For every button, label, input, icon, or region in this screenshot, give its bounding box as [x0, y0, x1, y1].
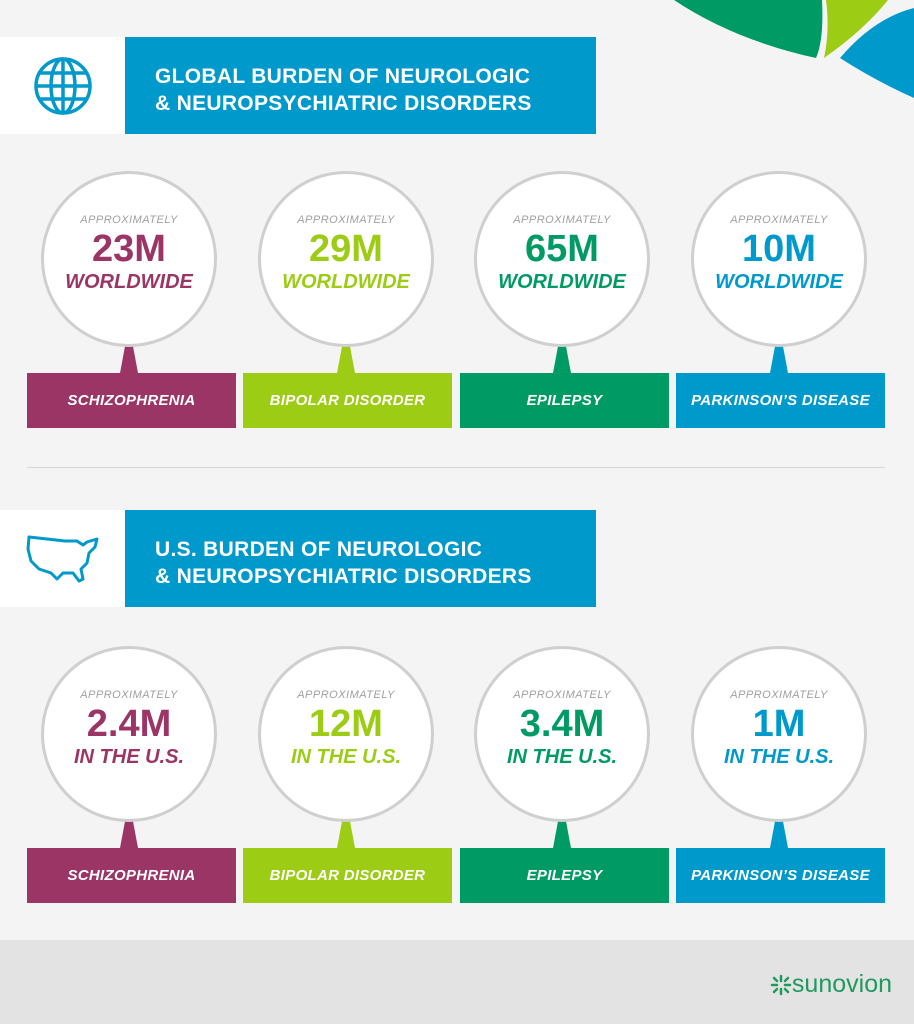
sunovion-logo: sunovion: [770, 970, 892, 999]
disorder-label: SCHIZOPHRENIA: [27, 848, 236, 903]
us-map-icon: [26, 535, 98, 582]
approx-label: APPROXIMATELY: [80, 689, 178, 701]
approx-label: APPROXIMATELY: [297, 214, 395, 226]
stat-value: 65M: [525, 228, 599, 270]
stat-scope: IN THE U.S.: [73, 746, 184, 768]
stat-scope: IN THE U.S.: [506, 746, 617, 768]
disorder-label: BIPOLAR DISORDER: [243, 373, 452, 428]
approx-label: APPROXIMATELY: [513, 689, 611, 701]
disorder-label: PARKINSON’S DISEASE: [676, 848, 885, 903]
stat-circle: APPROXIMATELY 29M WORLDWIDE: [258, 171, 434, 347]
stat-scope: WORLDWIDE: [715, 271, 843, 293]
section-divider: [27, 467, 885, 468]
stat-circle: APPROXIMATELY 12M IN THE U.S.: [258, 646, 434, 822]
stat-value: 10M: [742, 228, 816, 270]
approx-label: APPROXIMATELY: [730, 689, 828, 701]
global-section-header: GLOBAL BURDEN OF NEUROLOGIC & NEUROPSYCHI…: [0, 37, 596, 134]
stat-circle: APPROXIMATELY 23M WORLDWIDE: [41, 171, 217, 347]
section-title-line1: U.S. BURDEN OF NEUROLOGIC: [155, 538, 483, 561]
stat-value: 29M: [309, 228, 383, 270]
disorder-label: EPILEPSY: [460, 848, 669, 903]
stat-value: 12M: [309, 703, 383, 745]
section-title-line2: & NEUROPSYCHIATRIC DISORDERS: [155, 565, 532, 588]
stat-value: 3.4M: [519, 703, 605, 745]
stat-scope: WORLDWIDE: [282, 271, 410, 293]
disorder-label: SCHIZOPHRENIA: [27, 373, 236, 428]
approx-label: APPROXIMATELY: [730, 214, 828, 226]
stat-scope: IN THE U.S.: [723, 746, 834, 768]
sunburst-icon: [770, 974, 792, 995]
stat-scope: IN THE U.S.: [290, 746, 401, 768]
us-section-header: U.S. BURDEN OF NEUROLOGIC & NEUROPSYCHIAT…: [0, 510, 596, 607]
stat-value: 23M: [92, 228, 166, 270]
stat-circle: APPROXIMATELY 65M WORLDWIDE: [474, 171, 650, 347]
section-title-line1: GLOBAL BURDEN OF NEUROLOGIC: [155, 65, 531, 88]
stat-circle: APPROXIMATELY 1M IN THE U.S.: [691, 646, 867, 822]
decorative-leaves: [674, 0, 914, 98]
approx-label: APPROXIMATELY: [80, 214, 178, 226]
stat-scope: WORLDWIDE: [65, 271, 193, 293]
stat-circle: APPROXIMATELY 10M WORLDWIDE: [691, 171, 867, 347]
globe-icon: [33, 56, 92, 115]
section-title-line2: & NEUROPSYCHIATRIC DISORDERS: [155, 92, 532, 115]
stat-value: 2.4M: [86, 703, 172, 745]
disorder-label: BIPOLAR DISORDER: [243, 848, 452, 903]
disorder-label: EPILEPSY: [460, 373, 669, 428]
stat-circle: APPROXIMATELY 2.4M IN THE U.S.: [41, 646, 217, 822]
footer: sunovion: [0, 940, 914, 1024]
stat-value: 1M: [752, 703, 806, 745]
disorder-label: PARKINSON’S DISEASE: [676, 373, 885, 428]
approx-label: APPROXIMATELY: [513, 214, 611, 226]
stat-scope: WORLDWIDE: [498, 271, 626, 293]
brand-name: sunovion: [791, 970, 892, 998]
stat-circle: APPROXIMATELY 3.4M IN THE U.S.: [474, 646, 650, 822]
approx-label: APPROXIMATELY: [297, 689, 395, 701]
